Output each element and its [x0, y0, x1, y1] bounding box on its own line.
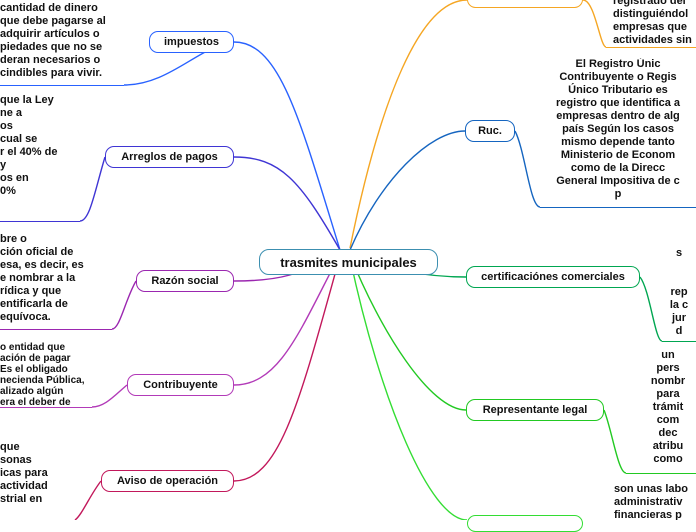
topic-impuestos[interactable]: impuestos	[149, 31, 234, 53]
underline-certificaciones	[662, 341, 696, 342]
topic-impuestos-label: impuestos	[163, 36, 219, 48]
topic-labores[interactable]	[467, 515, 583, 532]
topic-registro[interactable]	[467, 0, 583, 8]
connector-registro-15	[582, 0, 607, 48]
topic-razon-label: Razón social	[151, 275, 219, 287]
topic-ruc[interactable]: Ruc.	[465, 120, 515, 142]
note-registro: registrado del distinguiéndol empresas q…	[613, 0, 692, 46]
note-contribuyente: o entidad que ación de pagar Es el oblig…	[0, 342, 85, 406]
note-aviso-de-operacion: que sonas icas para actividad strial en	[0, 441, 48, 505]
connector-ruc-16	[514, 130, 541, 208]
topic-arreglos-de-pagos[interactable]: Arreglos de pagos	[105, 146, 234, 168]
note-arreglos-de-pagos: que la Ley ne a os cual se r el 40% de y…	[0, 94, 58, 197]
connector-registro-5	[349, 0, 468, 249]
topic-aviso-de-operacion[interactable]: Aviso de operación	[101, 470, 234, 492]
note-razon-social: bre o ción oficial de esa, es decir, es …	[0, 233, 84, 323]
connector-ruc-6	[349, 130, 466, 251]
connector-razon-12	[111, 280, 137, 330]
topic-contribuyente[interactable]: Contribuyente	[127, 374, 234, 396]
topic-contribuyente-label: Contribuyente	[143, 379, 218, 391]
connector-contribuyente-3	[233, 253, 341, 386]
connector-contribuyente-13	[91, 384, 128, 408]
topic-razon-social[interactable]: Razón social	[136, 270, 234, 292]
topic-arreglos-label: Arreglos de pagos	[121, 151, 218, 163]
connector-aviso-14	[74, 480, 102, 520]
connector-certificaciones-17	[639, 276, 663, 342]
note-impuestos: cantidad de dinero que debe pagarse al a…	[0, 2, 106, 79]
underline-arreglos	[0, 221, 80, 222]
connector-impuestos-0	[233, 41, 341, 251]
topic-certificaciones-comerciales[interactable]: certificaciónes comerciales	[466, 266, 640, 288]
connector-arreglos-11	[79, 156, 106, 222]
note-labores: son unas labo administrativ financieras …	[614, 483, 688, 520]
underline-razon	[0, 329, 112, 330]
underline-impuestos	[0, 85, 124, 86]
central-topic-label: trasmites municipales	[280, 254, 417, 270]
topic-representante-label: Representante legal	[482, 404, 588, 416]
topic-representante-legal[interactable]: Representante legal	[466, 399, 604, 421]
connector-arreglos-1	[233, 156, 341, 251]
central-topic[interactable]: trasmites municipales	[259, 249, 438, 275]
underline-contribuyente	[0, 407, 92, 408]
connector-labores-9	[349, 257, 468, 520]
note-ruc: El Registro Únic Contribuyente o Regis Ú…	[555, 58, 681, 200]
underline-representante	[626, 473, 696, 474]
topic-ruc-label: Ruc.	[478, 125, 502, 137]
connector-representante-8	[349, 254, 467, 411]
underline-registro	[606, 47, 696, 48]
topic-aviso-label: Aviso de operación	[116, 475, 219, 487]
connector-aviso-4	[233, 255, 341, 482]
underline-ruc	[540, 207, 696, 208]
connector-representante-18	[603, 409, 627, 474]
note-certificaciones-comerciales: s rep la c jur d	[669, 247, 689, 337]
topic-certificaciones-label: certificaciónes comerciales	[481, 271, 625, 283]
note-representante-legal: un pers nombr para trámit com dec atribu…	[650, 349, 686, 465]
